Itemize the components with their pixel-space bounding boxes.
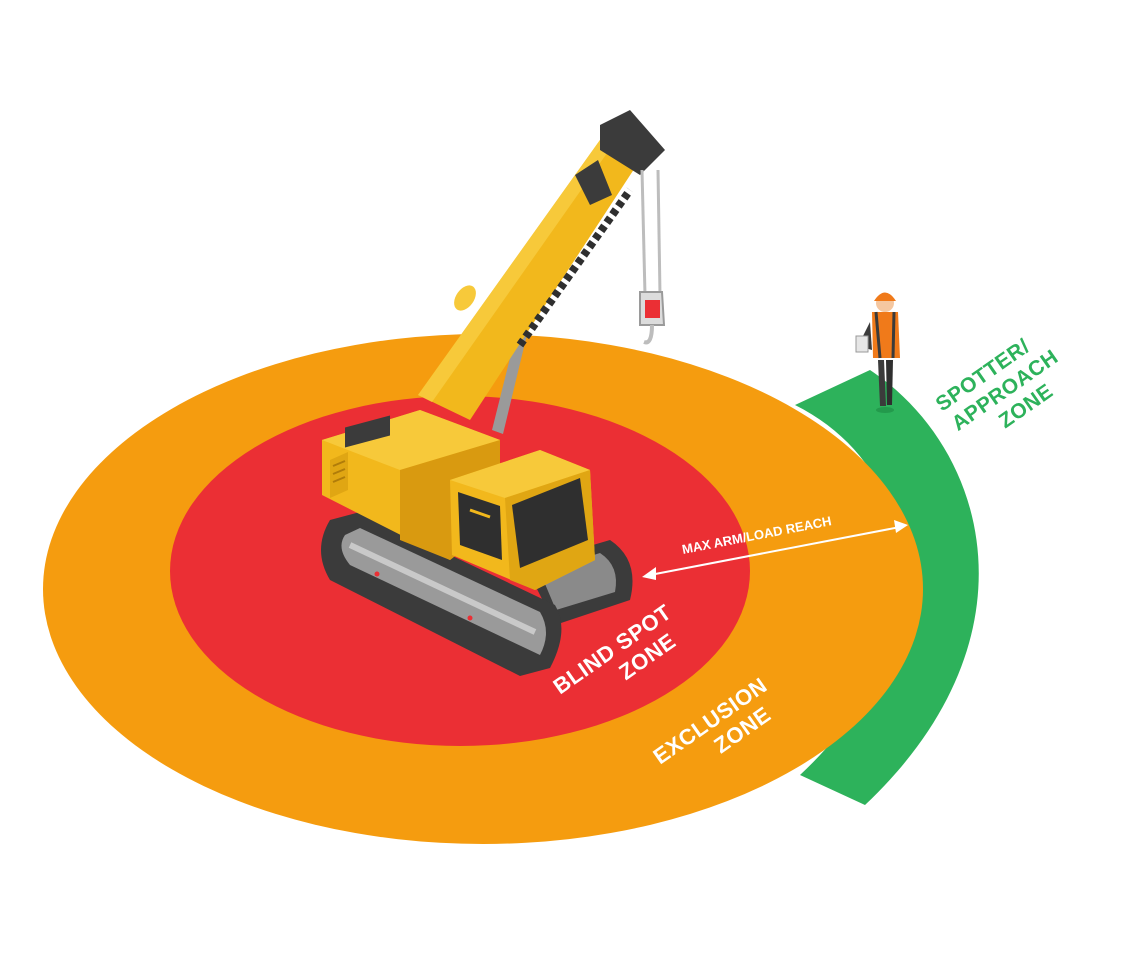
crane-hook-icon bbox=[639, 291, 666, 345]
spotter-approach-zone bbox=[795, 370, 979, 805]
crane-boom-cylinder bbox=[492, 318, 530, 434]
crane-boom bbox=[418, 140, 640, 420]
crane-cab-window bbox=[512, 478, 588, 568]
spotter-zone-label: SPOTTER/ APPROACH ZONE bbox=[932, 335, 1063, 436]
max-reach-arrow bbox=[642, 520, 908, 580]
worker-spotter-icon bbox=[855, 292, 900, 413]
worker-hardhat bbox=[874, 292, 896, 301]
crane-boom-tip bbox=[600, 110, 665, 175]
crawler-crane-icon bbox=[321, 110, 666, 676]
